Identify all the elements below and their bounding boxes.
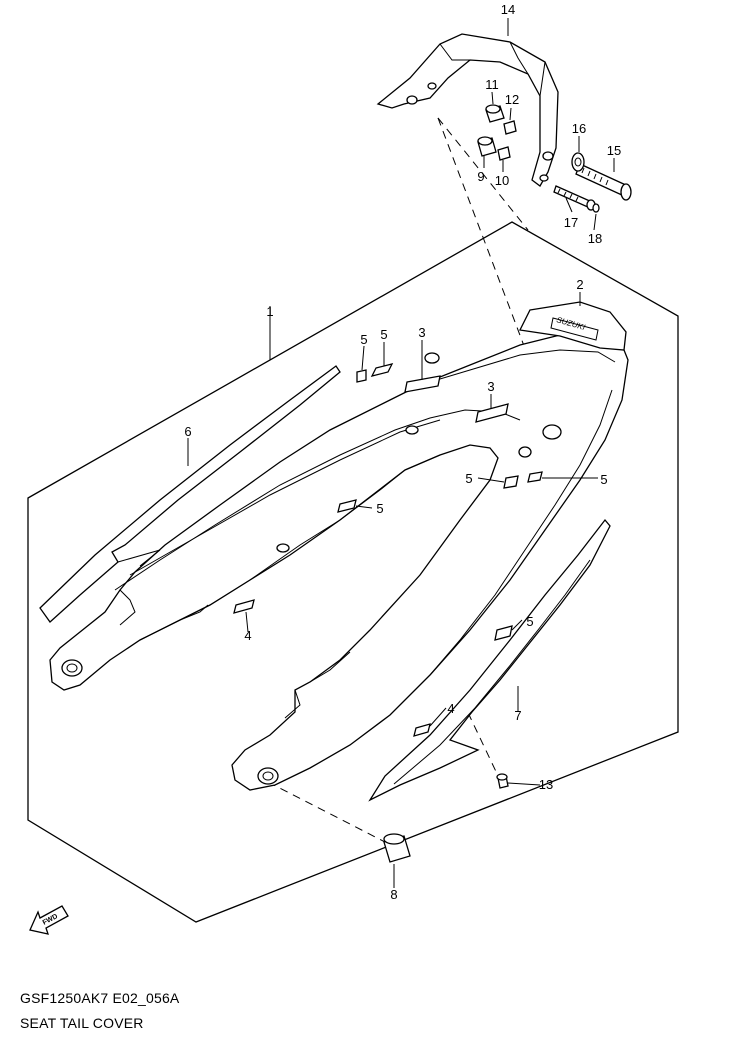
callout-11: 11 [485, 77, 499, 92]
callout-10: 10 [495, 173, 509, 188]
callout-3-mid: 3 [487, 379, 494, 394]
diagram-code: GSF1250AK7 E02_056A [20, 990, 180, 1006]
callout-15: 15 [607, 143, 621, 158]
callout-12: 12 [505, 92, 519, 107]
callout-18: 18 [588, 231, 602, 246]
callout-5-mid-right: 5 [600, 472, 607, 487]
callout-13: 13 [539, 777, 553, 792]
leader-lines [187, 18, 615, 888]
screw [496, 773, 509, 789]
callout-8: 8 [390, 887, 397, 902]
side-decal-right [368, 518, 611, 802]
callout-2: 2 [576, 277, 583, 292]
callouts: 14 11 12 16 15 9 10 17 18 1 2 3 3 5 5 5 … [184, 2, 621, 902]
collars [477, 104, 517, 161]
callout-7: 7 [514, 708, 521, 723]
callout-5-center: 5 [376, 501, 383, 516]
callout-6: 6 [184, 424, 191, 439]
side-decal-left [39, 365, 341, 623]
diagram-title: SEAT TAIL COVER [20, 1015, 144, 1031]
callout-1: 1 [266, 304, 273, 319]
grab-handle [376, 33, 559, 187]
bolts [553, 152, 632, 213]
callout-5-top-right: 5 [380, 327, 387, 342]
callout-16: 16 [572, 121, 586, 136]
callout-5-lower: 5 [526, 614, 533, 629]
tape-pads [233, 363, 543, 737]
callout-9: 9 [477, 169, 484, 184]
bushing [383, 833, 411, 863]
callout-17: 17 [564, 215, 578, 230]
callout-14: 14 [501, 2, 515, 17]
seat-tail-cover [49, 301, 629, 791]
assembly-frame [27, 221, 679, 923]
callout-4-right: 4 [447, 701, 454, 716]
fwd-arrow-icon: FWD [29, 905, 69, 935]
callout-5-mid-left: 5 [465, 471, 472, 486]
callout-4-left: 4 [244, 628, 251, 643]
callout-5-top-left: 5 [360, 332, 367, 347]
callout-3-top: 3 [418, 325, 425, 340]
